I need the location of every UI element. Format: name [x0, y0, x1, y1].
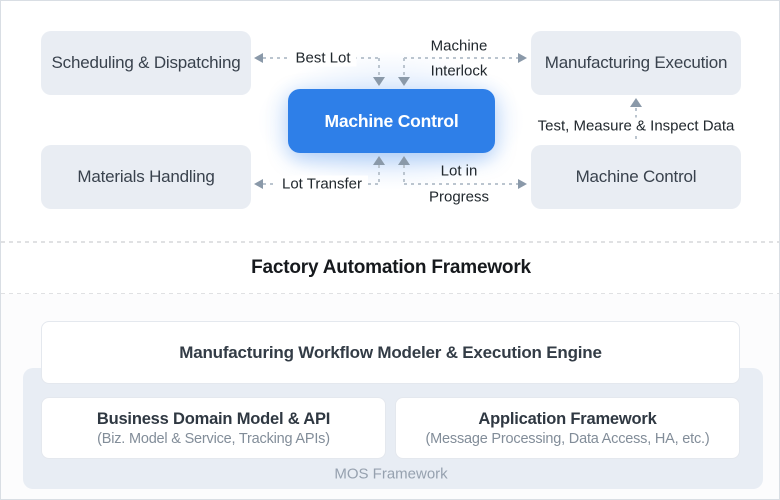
box-application-framework-subtitle: (Message Processing, Data Access, HA, et…: [425, 430, 710, 447]
dash-lot-in-progress-horizontal: [404, 183, 518, 185]
label-machine-interlock-line2: Interlock: [430, 62, 488, 80]
mos-framework-label: MOS Framework: [334, 465, 448, 483]
dash-lot-in-progress-vertical: [403, 165, 405, 184]
box-manufacturing-execution: Manufacturing Execution: [531, 31, 741, 95]
label-machine-interlock-line1: Machine: [430, 37, 488, 55]
arrowhead-up-lot-in-progress-icon: [398, 156, 410, 165]
box-manufacturing-execution-label: Manufacturing Execution: [544, 53, 728, 72]
box-business-domain-model: Business Domain Model & API (Biz. Model …: [41, 397, 386, 459]
box-machine-control-right: Machine Control: [531, 145, 741, 209]
box-machine-control-right-label: Machine Control: [575, 167, 697, 186]
box-materials-handling-label: Materials Handling: [77, 167, 215, 186]
arrowhead-down-best-lot-icon: [373, 77, 385, 86]
box-application-framework-title: Application Framework: [478, 409, 657, 428]
box-scheduling-dispatching: Scheduling & Dispatching: [41, 31, 251, 95]
label-lot-transfer: Lot Transfer: [275, 175, 369, 193]
arrowhead-right-machine-interlock-icon: [518, 53, 527, 63]
arrowhead-up-test-measure-icon: [630, 98, 642, 107]
box-machine-control-center: Machine Control: [288, 89, 495, 153]
box-workflow-modeler-engine: Manufacturing Workflow Modeler & Executi…: [41, 321, 740, 384]
box-business-domain-model-title: Business Domain Model & API: [96, 409, 331, 428]
arrowhead-left-lot-transfer-icon: [254, 179, 263, 189]
box-workflow-modeler-engine-label: Manufacturing Workflow Modeler & Executi…: [179, 342, 602, 362]
label-lot-in-progress-line1: Lot in: [440, 162, 478, 180]
box-application-framework: Application Framework (Message Processin…: [395, 397, 740, 459]
label-lot-in-progress-line2: Progress: [428, 188, 490, 206]
box-business-domain-model-subtitle: (Biz. Model & Service, Tracking APIs): [97, 430, 330, 447]
box-machine-control-center-label: Machine Control: [324, 110, 459, 131]
dash-best-lot-vertical: [378, 58, 380, 77]
box-materials-handling: Materials Handling: [41, 145, 251, 209]
separator-top: [1, 241, 779, 243]
arrowhead-left-best-lot-icon: [254, 53, 263, 63]
label-best-lot: Best Lot: [289, 49, 357, 67]
dash-lot-transfer-vertical: [378, 165, 380, 184]
dash-machine-interlock-horizontal: [404, 57, 518, 59]
section-title-factory-automation-framework: Factory Automation Framework: [251, 257, 531, 278]
dash-machine-interlock-vertical: [403, 58, 405, 77]
arrowhead-down-machine-interlock-icon: [398, 77, 410, 86]
label-test-measure-inspect: Test, Measure & Inspect Data: [531, 117, 741, 135]
box-scheduling-dispatching-label: Scheduling & Dispatching: [51, 53, 241, 72]
arrowhead-up-lot-transfer-icon: [373, 156, 385, 165]
arrowhead-right-lot-in-progress-icon: [518, 179, 527, 189]
